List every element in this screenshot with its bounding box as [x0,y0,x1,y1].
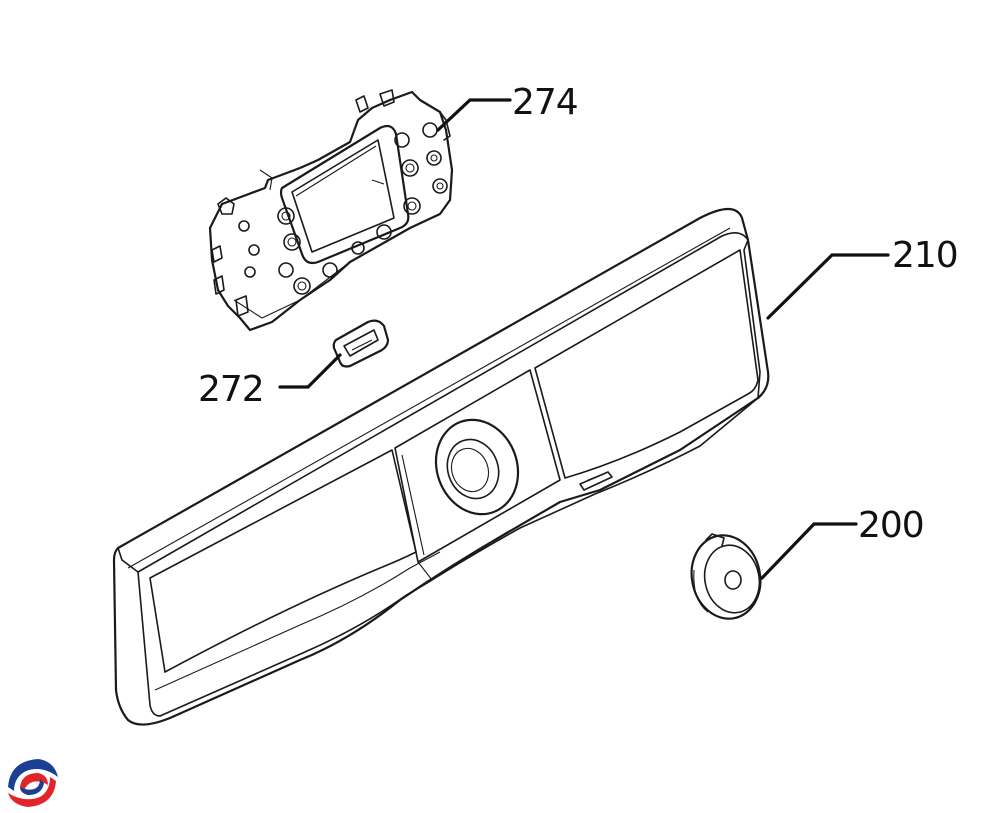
leader-200 [760,522,858,580]
part-label-200: 200 [858,505,924,546]
control-panel-drawing[interactable] [112,207,770,726]
control-board-drawing[interactable] [208,89,454,332]
leader-274 [436,98,512,132]
brand-swirl-icon [6,757,58,809]
part-label-210: 210 [892,235,958,276]
knob-drawing[interactable] [684,529,768,625]
leader-272 [278,353,342,389]
part-label-272: 272 [198,369,264,410]
part-label-274: 274 [512,82,578,123]
leader-210 [766,253,890,320]
clip-drawing[interactable] [332,319,390,368]
